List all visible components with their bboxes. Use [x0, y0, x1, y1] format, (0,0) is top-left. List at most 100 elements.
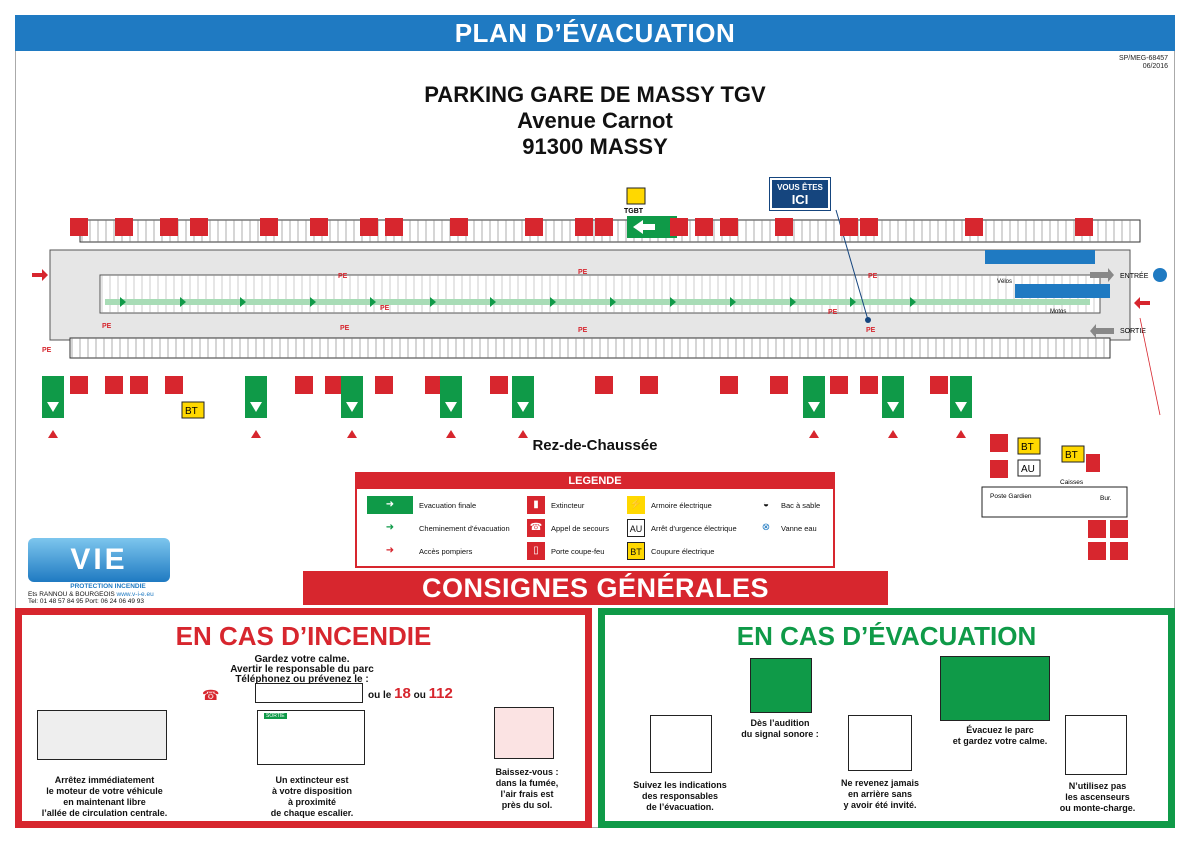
extinguisher-icon	[310, 218, 328, 236]
extinguisher-icon	[770, 376, 788, 394]
final-exit-sign	[341, 376, 363, 418]
water-valve-icon: ⊗	[761, 522, 771, 533]
evac-step-4-line: et gardez votre calme.	[952, 736, 1048, 746]
extinguisher-icon	[1075, 218, 1093, 236]
fire-door-label: PE	[868, 273, 878, 280]
crouch-in-smoke-icon	[494, 707, 554, 759]
extinguisher-icon	[775, 218, 793, 236]
fire-step-1-line: Arrêtez immédiatement	[54, 775, 155, 785]
extinguisher-icon	[595, 376, 613, 394]
parking-stalls	[71, 220, 1131, 358]
fire-intro-line-1: Gardez votre calme.	[254, 654, 350, 665]
green-arrow-icon	[550, 297, 556, 307]
evac-step-2-line: Dès l’audition	[750, 718, 810, 728]
extinguisher-icon	[840, 218, 858, 236]
evac-step-1-line: de l’évacuation.	[646, 802, 714, 812]
company-website-link[interactable]: www.v-i-e.eu	[116, 590, 154, 598]
extinguisher-icon	[425, 376, 443, 394]
power-cut-box	[181, 401, 205, 419]
fire-door-label: PE	[42, 347, 52, 354]
extinguisher-icon	[260, 218, 278, 236]
legend-title: LEGENDE	[357, 474, 833, 489]
evac-step-4: Évacuez le parc et gardez votre calme.	[935, 725, 1065, 747]
detail-bt-box-2	[1061, 445, 1085, 463]
detail-au-box	[1017, 459, 1041, 477]
extinguisher-icons	[70, 218, 1093, 394]
extinguisher-icon	[70, 218, 88, 236]
address-line-2: Avenue Carnot	[517, 108, 673, 133]
fire-step-3-line: près du sol.	[501, 800, 553, 810]
company-info: PROTECTION INCENDIE Ets RANNOU & BOURGEO…	[28, 583, 188, 606]
company-logo: VIE	[28, 538, 170, 582]
final-exit-icon: ➜	[367, 496, 413, 514]
extinguisher-icon	[375, 376, 393, 394]
green-arrow-icon	[790, 297, 796, 307]
red-arrow-icon: ➜	[385, 545, 395, 556]
extinguisher-icon	[160, 218, 178, 236]
extinguisher-icon	[640, 376, 658, 394]
cash-desk-label: Caisses	[1060, 479, 1084, 486]
phone-icon: ☎	[202, 687, 220, 703]
fire-step-2-line: Un extincteur est	[275, 775, 349, 785]
legend: LEGENDE ➜ Evacuation finale ➜ Cheminemen…	[355, 472, 835, 568]
fire-door-label: PE	[380, 305, 390, 312]
green-arrow-icon	[120, 297, 126, 307]
down-arrow-icon	[47, 402, 59, 412]
fire-step-1-line: le moteur de votre véhicule	[46, 786, 163, 796]
general-instructions-title: CONSIGNES GÉNÉRALES	[303, 571, 888, 605]
fire-door-icon: ▯	[527, 542, 545, 560]
legend-item-final-exit: ➜ Evacuation finale	[367, 494, 476, 516]
detail-extinguisher-4	[1088, 520, 1106, 538]
extinguisher-icon	[695, 218, 713, 236]
firefighter-access-arrow	[347, 430, 357, 438]
exit-arrow	[1090, 324, 1114, 338]
extinguisher-icon	[670, 218, 688, 236]
do-not-return-icon	[848, 715, 912, 771]
fire-door-label: PE	[338, 273, 348, 280]
down-arrow-icon	[808, 402, 820, 412]
evac-step-4-line: Évacuez le parc	[966, 725, 1034, 735]
down-arrow-icon	[346, 402, 358, 412]
fire-step-1-line: l’allée de circulation centrale.	[41, 808, 168, 818]
address-line-3: 91300 MASSY	[522, 134, 668, 159]
legend-label: Cheminement d'évacuation	[419, 523, 510, 533]
firefighter-access-arrow	[956, 430, 966, 438]
reference-code: SP/MEG-68457	[1118, 55, 1168, 62]
page-title: PLAN D’ÉVACUATION	[15, 15, 1175, 51]
evacuation-arrows	[120, 297, 916, 307]
fire-instructions-panel: EN CAS D’INCENDIE Gardez votre calme. Av…	[15, 608, 592, 828]
down-arrow-icon	[517, 402, 529, 412]
extinguisher-icon	[385, 218, 403, 236]
you-are-here-line-1: VOUS ÊTES	[777, 183, 823, 192]
detail-extinguisher-6	[1088, 542, 1106, 560]
extinguisher-icon	[860, 218, 878, 236]
firefighter-access-arrow	[518, 430, 528, 438]
extinguisher-icon	[190, 218, 208, 236]
legend-item-emergency-stop: AU Arrêt d'urgence électrique	[627, 517, 737, 539]
final-exit-sign	[882, 376, 904, 418]
extinguisher-icon	[105, 376, 123, 394]
or-text: ou le	[368, 690, 392, 701]
fire-step-3-line: dans la fumée,	[495, 778, 559, 788]
detail-extinguisher-5	[1110, 520, 1128, 538]
evac-step-5-line: N’utilisez pas	[1068, 781, 1127, 791]
legend-item-electrical-cabinet: ⚡ Armoire électrique	[627, 494, 712, 516]
entry-label: ENTRÉE	[1120, 271, 1149, 280]
green-arrow-icon	[850, 297, 856, 307]
green-arrow-icon	[670, 297, 676, 307]
extinguisher-icon	[70, 376, 88, 394]
fire-step-3: Baissez-vous : dans la fumée, l’air frai…	[472, 767, 582, 811]
firefighter-access-arrow	[809, 430, 819, 438]
detail-bt-box	[1017, 437, 1041, 455]
evac-step-5-line: ou monte-charge.	[1059, 803, 1136, 813]
fire-door-label: PE	[102, 323, 112, 330]
extinguisher-icon: ▮	[527, 496, 545, 514]
tgbt-label: TGBT	[624, 208, 644, 215]
fire-step-2-line: de chaque escalier.	[270, 808, 354, 818]
green-arrow-icon	[730, 297, 736, 307]
detail-extinguisher-2	[990, 460, 1008, 478]
legend-item-evac-path: ➜ Cheminement d'évacuation	[367, 517, 510, 539]
bottom-parking-row	[69, 337, 1111, 359]
legend-item-extinguisher: ▮ Extincteur	[527, 494, 584, 516]
